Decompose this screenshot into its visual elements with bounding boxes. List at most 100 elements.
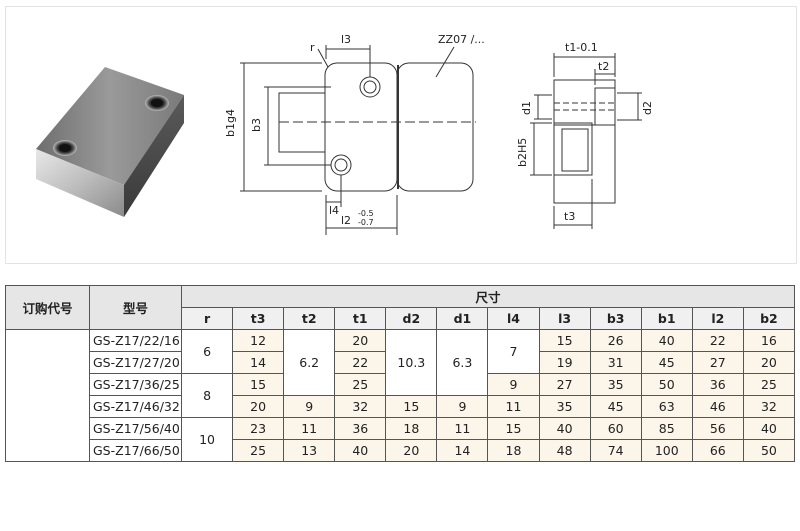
label-t2: t2 bbox=[598, 60, 609, 73]
cell-b1: 85 bbox=[640, 417, 693, 440]
label-l3: l3 bbox=[341, 33, 351, 46]
model-cell: GS-Z17/46/32 bbox=[89, 395, 182, 418]
cell-t3: 14 bbox=[232, 351, 285, 374]
cell-b1: 63 bbox=[640, 395, 693, 418]
cell-t2: 6.2 bbox=[283, 329, 336, 396]
cell-l4: 7 bbox=[487, 329, 540, 374]
front-view-labels: r l3 ZZ07 /... b1g4 b3 l4 l2 -0.5 -0.7 bbox=[224, 33, 485, 227]
cell-b3: 45 bbox=[589, 395, 642, 418]
cell-t1: 36 bbox=[334, 417, 387, 440]
table-row: GS-Z17/46/32 20 9 32 15 9 11 35 45 63 46… bbox=[6, 395, 796, 418]
cell-l3: 19 bbox=[538, 351, 591, 374]
cell-d1: 9 bbox=[436, 395, 489, 418]
cell-t3: 20 bbox=[232, 395, 285, 418]
model-cell: GS-Z17/27/20 bbox=[89, 351, 182, 374]
cell-l4: 11 bbox=[487, 395, 540, 418]
cell-d2: 20 bbox=[385, 439, 438, 462]
cell-t1: 40 bbox=[334, 439, 387, 462]
label-d1: d1 bbox=[520, 101, 533, 115]
cell-t1: 32 bbox=[334, 395, 387, 418]
label-b3: b3 bbox=[250, 118, 263, 132]
cell-b2: 40 bbox=[742, 417, 796, 440]
cell-t2: 9 bbox=[283, 395, 336, 418]
cell-l3: 48 bbox=[538, 439, 591, 462]
side-outline bbox=[553, 79, 616, 204]
cell-t1: 22 bbox=[334, 351, 387, 374]
cell-t2: 11 bbox=[283, 417, 336, 440]
header-model: 型号 bbox=[89, 285, 182, 330]
cell-b3: 35 bbox=[589, 373, 642, 396]
cell-l4: 9 bbox=[487, 373, 540, 396]
cell-b3: 74 bbox=[589, 439, 642, 462]
header-dimensions: 尺寸 bbox=[181, 285, 795, 308]
block-front-face bbox=[36, 149, 124, 217]
table-row: GS-Z17/56/40 10 23 11 36 18 11 15 40 60 … bbox=[6, 417, 796, 462]
hole-center-right bbox=[151, 99, 163, 107]
cell-t3: 25 bbox=[232, 439, 285, 462]
cell-b3: 31 bbox=[589, 351, 642, 374]
label-zz07: ZZ07 /... bbox=[438, 33, 485, 46]
block-top-face bbox=[36, 67, 184, 185]
cell-l3: 40 bbox=[538, 417, 591, 440]
header-l3: l3 bbox=[538, 307, 591, 330]
cell-r: 6 bbox=[180, 329, 234, 374]
cell-t2: 13 bbox=[283, 439, 336, 462]
label-l2-tol-upper: -0.5 bbox=[358, 209, 374, 218]
cell-l2: 36 bbox=[691, 373, 744, 396]
cell-l4: 18 bbox=[487, 439, 540, 462]
spec-table: 订购代号 型号 尺寸 r t3 t2 t1 d2 d1 l4 l3 b3 b1 … bbox=[5, 285, 796, 462]
header-r: r bbox=[180, 307, 234, 330]
cell-t1: 20 bbox=[334, 329, 387, 352]
header-b3: b3 bbox=[589, 307, 642, 330]
model-cell: GS-Z17/66/50 bbox=[89, 439, 182, 462]
header-l4: l4 bbox=[487, 307, 540, 330]
header-d2: d2 bbox=[385, 307, 438, 330]
cell-r: 8 bbox=[180, 373, 234, 418]
label-l2-tol-lower: -0.7 bbox=[358, 218, 374, 227]
side-view bbox=[530, 53, 642, 229]
cell-d1: 14 bbox=[436, 439, 489, 462]
cell-l3: 27 bbox=[538, 373, 591, 396]
right-block-outline bbox=[396, 62, 474, 192]
cell-l2: 66 bbox=[691, 439, 744, 462]
table-row: GS-Z17/66/50 25 13 40 20 14 18 48 74 100… bbox=[6, 439, 796, 462]
label-b2h5: b2H5 bbox=[516, 138, 529, 167]
header-b1: b1 bbox=[640, 307, 693, 330]
drawing-panel: r l3 ZZ07 /... b1g4 b3 l4 l2 -0.5 -0.7 bbox=[5, 6, 797, 264]
label-t3: t3 bbox=[564, 210, 575, 223]
model-cell: GS-Z17/56/40 bbox=[89, 417, 182, 440]
cell-b2: 16 bbox=[742, 329, 796, 352]
cell-t1: 25 bbox=[334, 373, 387, 396]
side-view-labels: t1-0.1 t2 d1 d2 b2H5 t3 bbox=[516, 41, 654, 223]
cell-l2: 27 bbox=[691, 351, 744, 374]
label-l4: l4 bbox=[329, 204, 339, 217]
cell-l2: 22 bbox=[691, 329, 744, 352]
header-t1: t1 bbox=[334, 307, 387, 330]
cell-d2: 15 bbox=[385, 395, 438, 418]
header-t3: t3 bbox=[232, 307, 285, 330]
label-l2: l2 bbox=[341, 214, 351, 227]
label-t1: t1-0.1 bbox=[565, 41, 598, 54]
cell-b3: 60 bbox=[589, 417, 642, 440]
product-3d-render bbox=[36, 67, 184, 217]
header-t2: t2 bbox=[283, 307, 336, 330]
cell-r: 10 bbox=[180, 417, 234, 462]
order-code-cell bbox=[5, 329, 90, 462]
cell-d1: 6.3 bbox=[436, 329, 489, 396]
cell-b1: 45 bbox=[640, 351, 693, 374]
cell-b1: 50 bbox=[640, 373, 693, 396]
block-side-face bbox=[124, 95, 184, 217]
cell-l3: 15 bbox=[538, 329, 591, 352]
cell-b3: 26 bbox=[589, 329, 642, 352]
cell-t3: 23 bbox=[232, 417, 285, 440]
technical-drawing: r l3 ZZ07 /... b1g4 b3 l4 l2 -0.5 -0.7 bbox=[36, 33, 654, 235]
cell-l3: 35 bbox=[538, 395, 591, 418]
cell-d2: 18 bbox=[385, 417, 438, 440]
cell-t3: 15 bbox=[232, 373, 285, 396]
cell-l2: 46 bbox=[691, 395, 744, 418]
label-r: r bbox=[310, 41, 315, 54]
cell-d2: 10.3 bbox=[385, 329, 438, 396]
cell-b1: 100 bbox=[640, 439, 693, 462]
cell-b2: 32 bbox=[742, 395, 796, 418]
cell-b2: 20 bbox=[742, 351, 796, 374]
